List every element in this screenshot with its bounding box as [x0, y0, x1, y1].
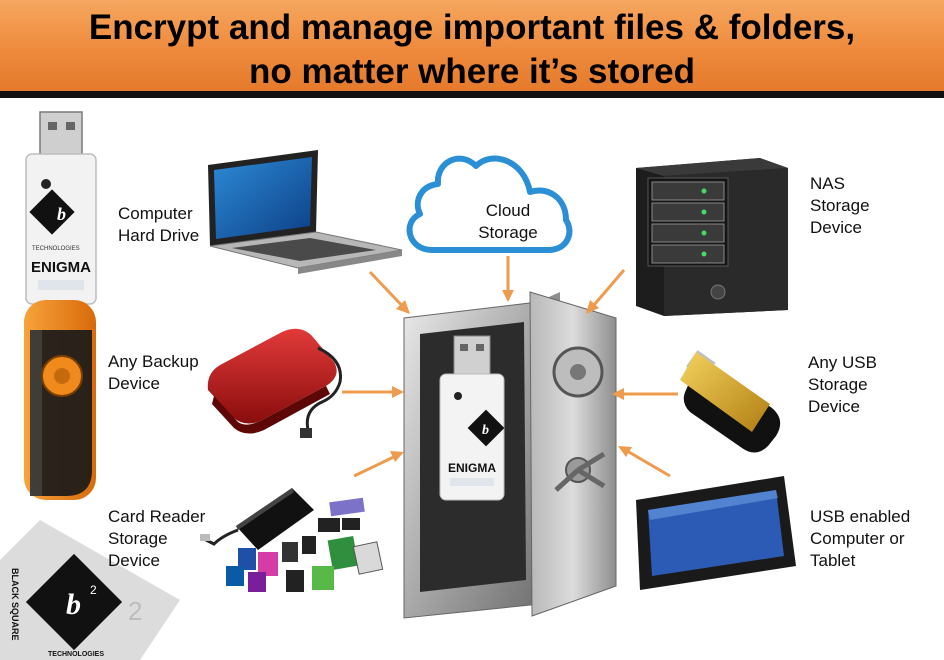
- header-banner: Encrypt and manage important files & fol…: [0, 0, 944, 98]
- arrow-tablet: [621, 446, 671, 478]
- page-title: Encrypt and manage important files & fol…: [0, 6, 944, 94]
- svg-text:b: b: [57, 204, 66, 224]
- label-computer-hard-drive: Computer Hard Drive: [118, 203, 199, 247]
- label-nas-line-3: Device: [810, 218, 862, 237]
- label-usb-line-2: Storage: [808, 375, 868, 394]
- label-tablet-line-1: USB enabled: [810, 507, 911, 526]
- arrowhead-backup: [392, 386, 404, 398]
- svg-text:b: b: [482, 423, 489, 438]
- label-cardreader-line-1: Card Reader: [108, 507, 206, 526]
- label-cloud-line-1: Cloud: [485, 201, 531, 220]
- page-title-line-2: no matter where it’s stored: [248, 52, 696, 91]
- label-nas-storage-device: NAS Storage Device: [810, 173, 870, 239]
- label-usb-enabled-computer-tablet: USB enabled Computer or Tablet: [810, 506, 910, 572]
- svg-text:2: 2: [128, 596, 142, 626]
- label-tablet-line-3: Tablet: [810, 551, 856, 570]
- page-title-line-1: Encrypt and manage important files & fol…: [88, 8, 856, 47]
- label-nas-line-1: NAS: [810, 174, 845, 193]
- svg-text:2: 2: [90, 583, 97, 597]
- enigma-label-large: ENIGMA: [31, 259, 91, 276]
- usb-stick-icon: [680, 350, 781, 453]
- label-backup-line-1: Any Backup: [108, 352, 199, 371]
- label-cardreader-line-3: Device: [108, 551, 160, 570]
- arrowhead-computer: [396, 300, 410, 314]
- arrowhead-cloud: [502, 290, 514, 302]
- nas-device-icon: [636, 158, 788, 316]
- arrowhead-tablet: [618, 446, 632, 457]
- label-backup-line-2: Device: [108, 374, 160, 393]
- label-cloud-line-2: Storage: [478, 223, 538, 242]
- label-cardreader-line-2: Storage: [108, 529, 168, 548]
- svg-text:b: b: [66, 588, 81, 621]
- svg-text:TECHNOLOGIES: TECHNOLOGIES: [32, 246, 80, 252]
- laptop-icon: [208, 150, 403, 274]
- cloud-icon: [406, 155, 573, 253]
- arrow-cardreader: [353, 452, 401, 478]
- arrowhead-cardreader: [390, 451, 404, 462]
- label-usb-line-1: Any USB: [808, 353, 877, 372]
- label-computer-line-2: Hard Drive: [118, 226, 200, 245]
- connection-arrows: [342, 256, 678, 478]
- backup-drive-icon: [207, 328, 343, 438]
- enigma-usb-drive-large: b TECHNOLOGIES ENIGMA: [24, 111, 97, 500]
- arrowhead-usb: [612, 388, 624, 400]
- safe-icon: [403, 291, 617, 619]
- label-nas-line-2: Storage: [810, 196, 870, 215]
- label-computer-line-1: Computer: [118, 204, 193, 223]
- label-usb-storage-device: Any USB Storage Device: [808, 352, 877, 418]
- label-card-reader-storage-device: Card Reader Storage Device: [108, 506, 205, 572]
- company-logo: b 2 2 BLACK SQUARE TECHNOLOGIES: [0, 520, 180, 660]
- card-reader-icon: [200, 488, 384, 592]
- tablet-icon: [636, 476, 796, 590]
- label-backup-device: Any Backup Device: [108, 351, 199, 395]
- label-usb-line-3: Device: [808, 397, 860, 416]
- arrowhead-nas: [586, 300, 599, 314]
- svg-text:BLACK SQUARE: BLACK SQUARE: [10, 568, 20, 641]
- svg-text:TECHNOLOGIES: TECHNOLOGIES: [48, 651, 104, 658]
- enigma-label-small: ENIGMA: [448, 461, 496, 475]
- label-cloud-storage: Cloud Storage: [476, 200, 540, 244]
- label-tablet-line-2: Computer or: [810, 529, 905, 548]
- enigma-usb-drive-small: b ENIGMA: [439, 335, 505, 501]
